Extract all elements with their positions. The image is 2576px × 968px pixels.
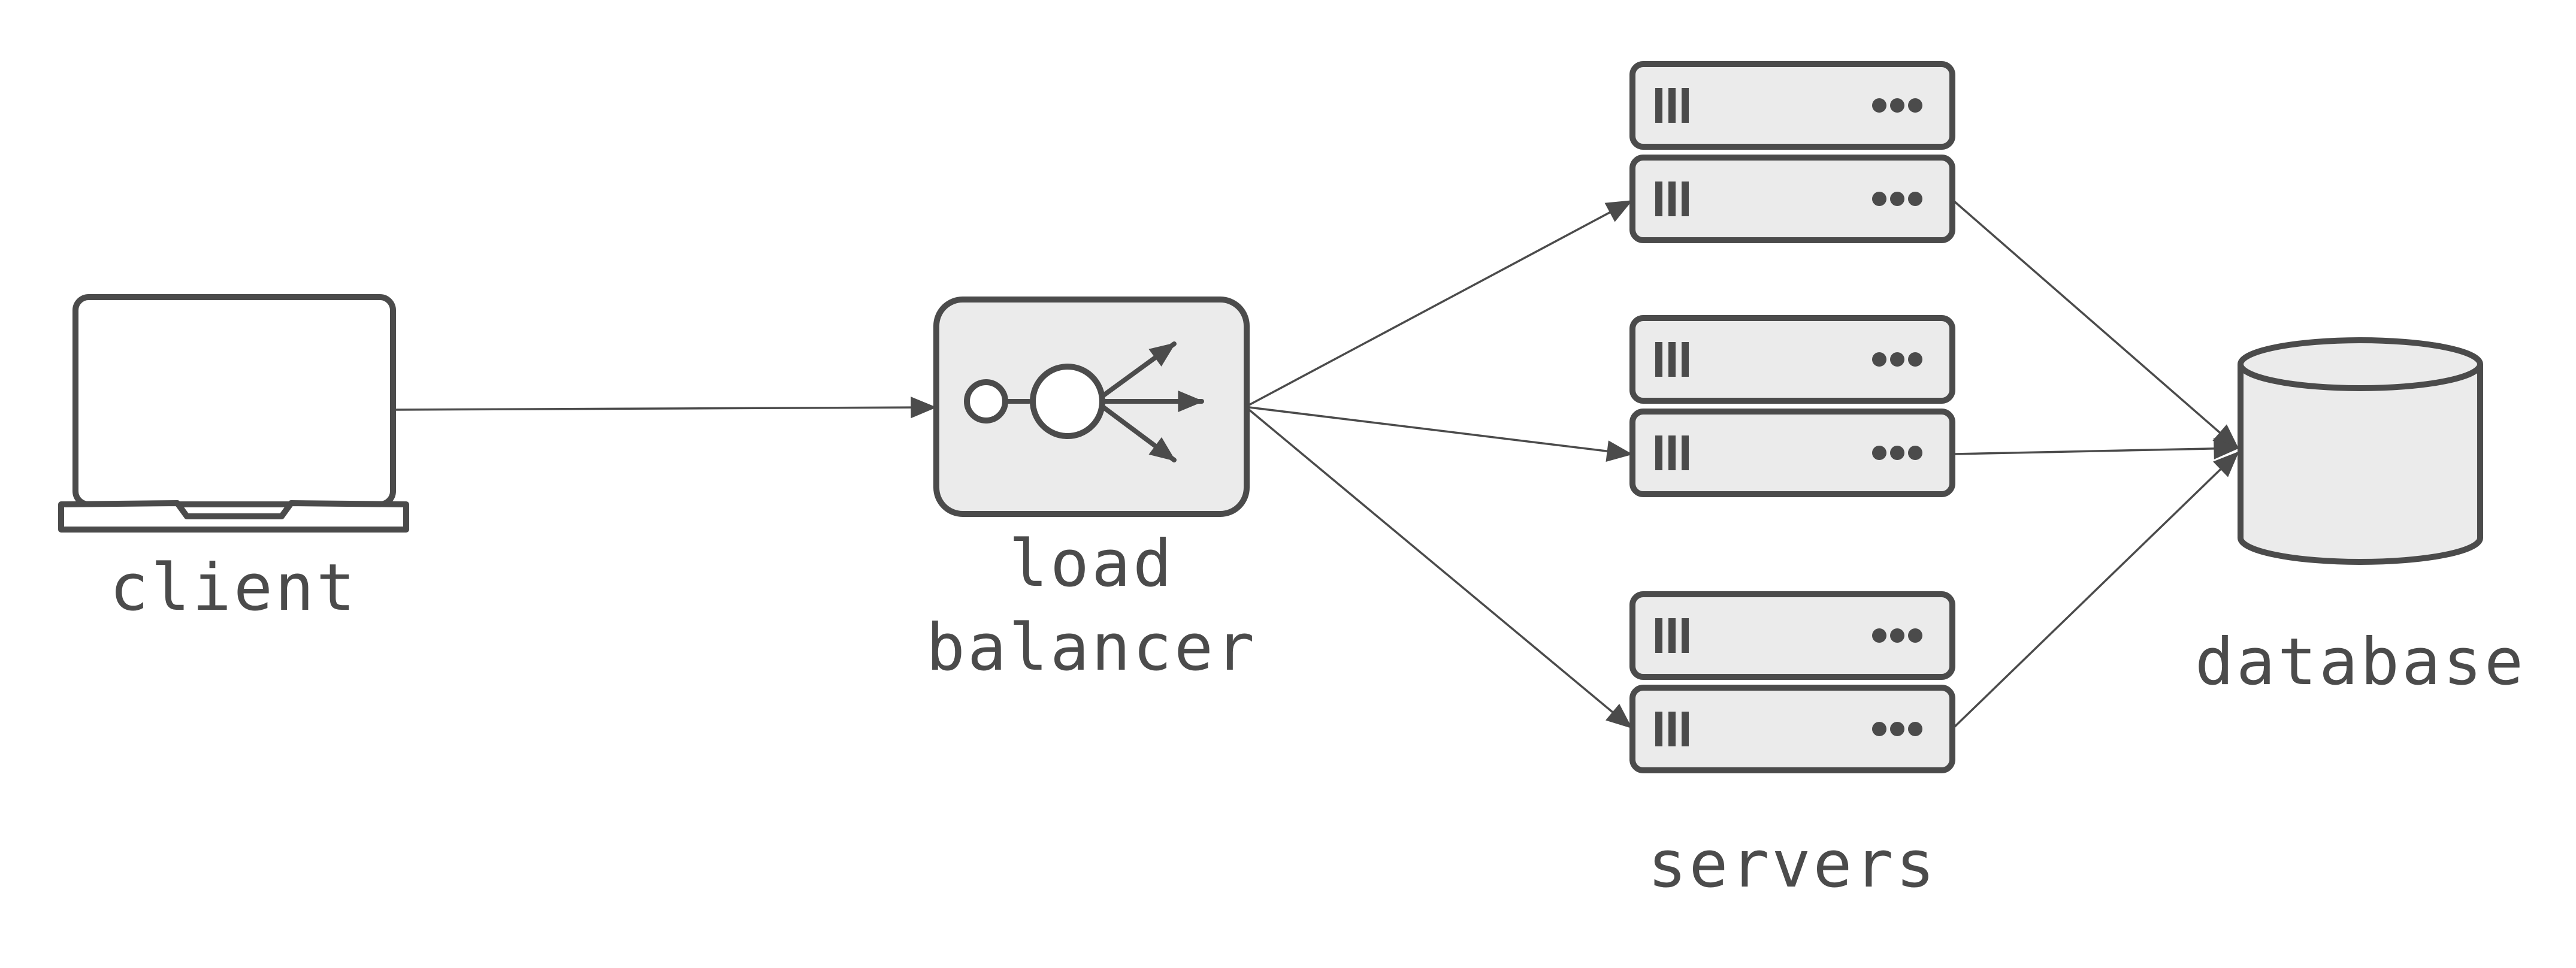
server-stack-icon <box>1629 315 1955 497</box>
load-balancer-to-server-3-arrow <box>1248 409 1632 729</box>
load-balancer-node: load balancer <box>926 297 1257 685</box>
load-balancer-label-line2: balancer <box>926 610 1257 685</box>
server-unit <box>1629 685 1955 773</box>
database-cylinder-icon <box>2238 337 2483 565</box>
load-balancer-label-line1: load <box>1009 527 1174 601</box>
connections <box>395 200 2240 729</box>
client-to-load-balancer-arrow <box>395 397 937 419</box>
client-node: client <box>58 294 409 625</box>
client-label: client <box>110 550 358 625</box>
server-unit <box>1629 315 1955 404</box>
server-stack-icon <box>1629 61 1955 243</box>
servers-group: servers <box>1629 61 1955 902</box>
server-unit <box>1629 591 1955 680</box>
server-unit <box>1629 61 1955 150</box>
laptop-icon <box>58 294 409 533</box>
load-balancer-to-server-1-arrow <box>1248 200 1633 406</box>
database-node: database <box>2195 337 2526 700</box>
server-unit <box>1629 409 1955 497</box>
server-unit <box>1629 155 1955 243</box>
load-balancer-to-server-2-arrow <box>1248 406 1633 462</box>
server-stack-icon <box>1629 591 1955 773</box>
database-label: database <box>2195 625 2526 700</box>
server-2-to-database-arrow <box>1954 437 2240 459</box>
server-3-to-database-arrow <box>1953 451 2239 728</box>
servers-label: servers <box>1647 827 1937 902</box>
server-1-to-database-arrow <box>1953 200 2239 450</box>
load-balancer-icon <box>933 297 1250 517</box>
